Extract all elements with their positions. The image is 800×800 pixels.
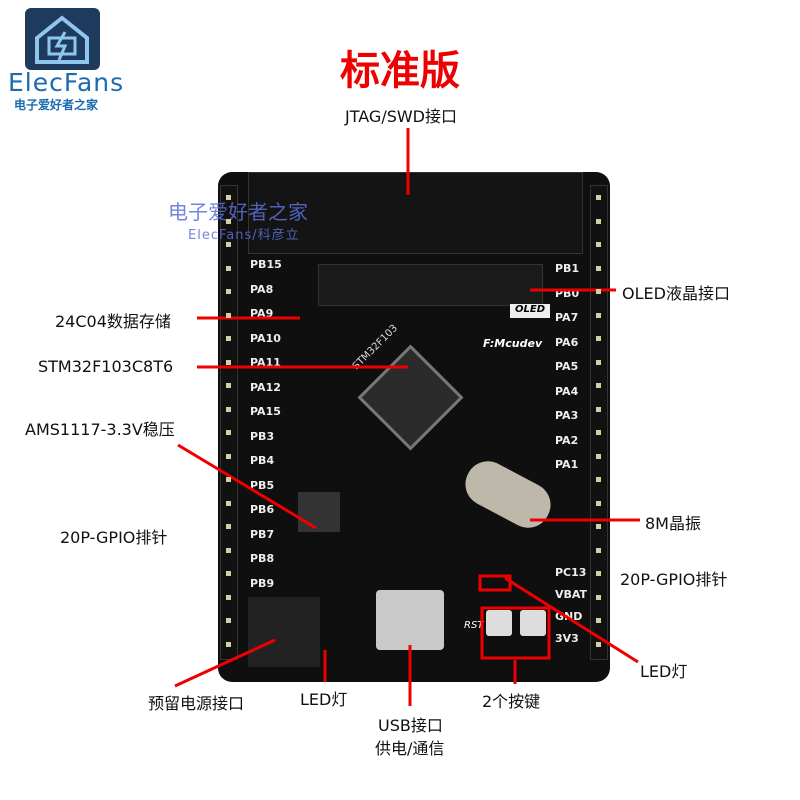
- header-pin: [596, 289, 601, 294]
- pin-label: PA8: [250, 282, 274, 296]
- silk-brand: F:Mcudev: [483, 337, 543, 350]
- user-button: [520, 610, 546, 636]
- header-pin: [226, 336, 231, 341]
- header-pin: [596, 265, 601, 271]
- label-gpio-left: 20P-GPIO排针: [60, 528, 168, 547]
- pin-label: PA5: [555, 360, 579, 373]
- header-pin: [596, 359, 601, 365]
- header-pin: [226, 195, 231, 200]
- oled-header: [318, 264, 543, 306]
- silk-rst: RST: [464, 620, 484, 631]
- header-pin: [596, 571, 601, 576]
- pin-label: PB7: [250, 527, 275, 541]
- usb-connector: [376, 590, 444, 650]
- elecfans-logo-icon: [25, 8, 100, 70]
- pin-label: PA10: [250, 331, 281, 345]
- pin-label: PA12: [250, 380, 281, 394]
- pin-label: PA2: [555, 433, 579, 447]
- header-pin: [596, 195, 601, 200]
- watermark-line2: ElecFans/科彦立: [188, 228, 300, 243]
- header-pin: [596, 618, 601, 623]
- label-led-left: LED灯: [300, 690, 348, 709]
- header-pin: [226, 289, 231, 294]
- logo-subtitle: 电子爱好者之家: [14, 98, 99, 112]
- stm32-board: OLED F:Mcudev STM32F103 RST: [218, 172, 610, 682]
- pin-label: PB1: [555, 262, 580, 275]
- header-pin: [226, 359, 231, 365]
- header-pin: [596, 383, 601, 388]
- pin-label: PB6: [250, 503, 275, 516]
- header-pin: [596, 477, 601, 482]
- header-pin: [226, 571, 231, 576]
- header-pin: [596, 430, 601, 435]
- header-pin: [226, 218, 231, 224]
- header-pin: [226, 594, 231, 600]
- header-pin: [226, 524, 231, 529]
- pin-label: PB3: [250, 429, 275, 443]
- label-led-right: LED灯: [640, 662, 688, 681]
- header-pin: [226, 406, 231, 412]
- header-pin: [596, 312, 601, 318]
- header-pin: [226, 430, 231, 435]
- label-power-reserve: 预留电源接口: [148, 694, 245, 713]
- header-pin: [226, 547, 231, 553]
- header-pin: [596, 547, 601, 553]
- header-pin: [596, 242, 601, 247]
- pin-label: PB4: [250, 454, 275, 467]
- header-pin: [596, 500, 601, 506]
- reset-button: [486, 610, 512, 636]
- header-pin: [226, 477, 231, 482]
- header-pin: [226, 618, 231, 623]
- pin-label: PB8: [250, 552, 275, 565]
- label-jtag: JTAG/SWD接口: [345, 107, 458, 126]
- pin-label: PC13: [555, 566, 587, 579]
- pin-label: PA7: [555, 311, 579, 324]
- pin-label: PA4: [555, 384, 579, 398]
- label-regulator: AMS1117-3.3V稳压: [25, 420, 175, 439]
- header-pin: [226, 383, 231, 388]
- label-eeprom: 24C04数据存储: [55, 312, 171, 331]
- jtag-header: [248, 172, 583, 254]
- left-pin-header: [220, 185, 238, 660]
- header-pin: [226, 500, 231, 506]
- pin-label: VBAT: [555, 588, 588, 601]
- header-pin: [226, 453, 231, 459]
- header-pin: [596, 453, 601, 459]
- power-reserve-header: [248, 597, 320, 667]
- header-pin: [226, 312, 231, 318]
- right-pin-header: [590, 185, 608, 660]
- header-pin: [226, 265, 231, 271]
- header-pin: [596, 524, 601, 529]
- header-pin: [596, 406, 601, 412]
- header-pin: [596, 336, 601, 341]
- regulator-chip: [298, 492, 340, 532]
- label-gpio-right: 20P-GPIO排针: [620, 570, 728, 589]
- pin-label: PA1: [555, 458, 579, 471]
- pin-label: 3V3: [555, 632, 579, 645]
- pin-label: PB9: [250, 576, 275, 590]
- pin-label: PA6: [555, 335, 579, 349]
- header-pin: [596, 641, 601, 647]
- header-pin: [226, 641, 231, 647]
- silk-oled: OLED: [510, 304, 550, 318]
- label-mcu: STM32F103C8T6: [38, 357, 174, 376]
- pin-label: PB5: [250, 478, 275, 492]
- logo-brand: ElecFans: [8, 68, 125, 97]
- pin-label: PB15: [250, 258, 282, 271]
- watermark-line1: 电子爱好者之家: [168, 200, 308, 224]
- pin-label: PA15: [250, 405, 281, 418]
- label-usb: USB接口: [378, 716, 443, 735]
- label-usb-sub: 供电/通信: [375, 739, 445, 758]
- label-buttons: 2个按键: [482, 692, 541, 711]
- label-oled: OLED液晶接口: [622, 284, 730, 303]
- page-title: 标准版: [340, 48, 460, 94]
- header-pin: [226, 242, 231, 247]
- header-pin: [596, 218, 601, 224]
- pin-label: PA3: [555, 409, 579, 422]
- header-pin: [596, 594, 601, 600]
- label-crystal: 8M晶振: [645, 514, 701, 533]
